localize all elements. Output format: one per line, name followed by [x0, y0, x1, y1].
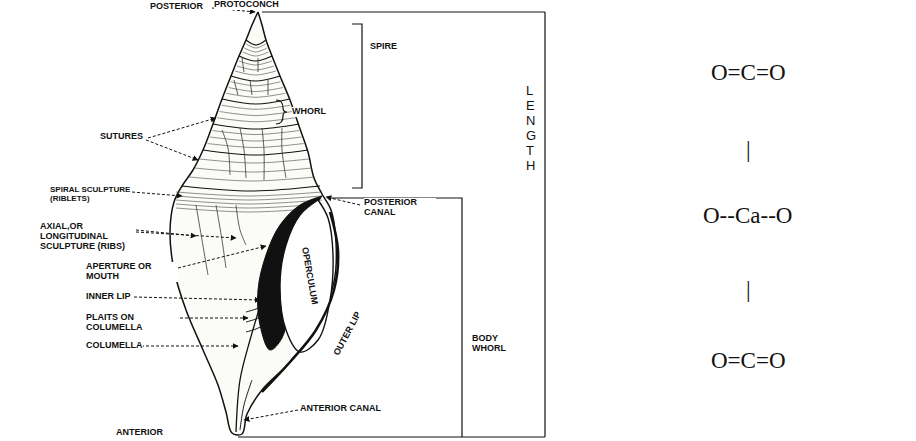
spiral-riblet: [195, 168, 313, 172]
suture-line: [213, 124, 299, 129]
plait: [246, 316, 262, 322]
part-label: APERTURE OR MOUTH: [86, 262, 178, 282]
part-label: ANTERIOR: [116, 428, 163, 438]
formula-text: O=C=O: [711, 60, 786, 85]
spiral-riblet: [222, 105, 291, 109]
spiral-riblet: [213, 131, 300, 135]
part-label: AXIAL,OR LONGITUDINAL SCULPTURE (RIBS): [40, 222, 136, 252]
formula-text: O--Ca--O: [703, 203, 792, 228]
leader-line: [132, 192, 182, 196]
axial-rib: [268, 80, 269, 95]
suture-line: [246, 40, 266, 45]
spiral-riblet: [176, 196, 322, 200]
spiral-riblet: [245, 48, 268, 52]
part-label: PLAITS ON COLUMELLA: [86, 313, 178, 333]
spiral-riblet: [208, 144, 304, 148]
part-label: LENGTH: [526, 84, 539, 174]
spiral-riblet: [243, 52, 269, 56]
spiral-riblet: [237, 66, 274, 70]
spiral-riblet: [231, 82, 281, 86]
leader-line: [178, 246, 266, 268]
leader-line: [244, 410, 298, 420]
leader-line: [134, 297, 260, 300]
whorl-brace: [276, 100, 287, 124]
part-label: PROTOCONCH: [214, 0, 279, 10]
leader-line: [148, 118, 216, 138]
body-whorl-bracket: [328, 198, 462, 437]
axial-rib: [258, 58, 259, 72]
axial-rib: [196, 205, 208, 275]
spiral-riblet: [226, 93, 285, 97]
spiral-riblet: [235, 71, 276, 75]
axial-rib: [234, 80, 238, 95]
leader-line: [146, 140, 198, 160]
part-label: ANTERIOR CANAL: [300, 404, 381, 414]
columella-line: [236, 300, 262, 432]
axial-rib: [282, 128, 286, 178]
spire-bracket: [352, 24, 362, 188]
axial-rib: [240, 128, 246, 178]
plait: [246, 306, 262, 312]
formula-text: O=C=O: [711, 348, 786, 373]
part-label: SUTURES: [100, 132, 143, 142]
suture-line: [231, 76, 280, 81]
part-label: SPIRE: [370, 42, 397, 52]
formula-text: |: [746, 277, 751, 302]
length-bracket: [544, 12, 545, 437]
part-label: BODY WHORL: [472, 334, 522, 354]
plait: [246, 326, 262, 332]
axial-rib: [250, 80, 252, 95]
part-label: POSTERIOR: [150, 2, 203, 12]
part-label: OUTER LIP: [331, 309, 364, 360]
axial-rib: [222, 130, 230, 175]
part-label: INNER LIP: [86, 292, 131, 302]
spiral-riblet: [189, 177, 315, 181]
bottom-rule: [238, 436, 545, 437]
part-label: POSTERIOR CANAL: [364, 198, 436, 218]
top-rule: [262, 11, 545, 12]
leader-line: [136, 346, 238, 347]
suture-line: [203, 150, 308, 155]
spiral-riblet: [176, 192, 322, 196]
suture-line: [239, 56, 272, 61]
operculum-shape: [280, 200, 333, 352]
outer-lip-edge: [262, 212, 338, 392]
part-label: WHORL: [292, 107, 326, 117]
spiral-riblet: [210, 137, 302, 141]
spiral-riblet: [176, 200, 322, 204]
spiral-riblet: [246, 44, 265, 48]
leader-line: [180, 318, 248, 319]
part-label: COLUMELLA: [86, 341, 143, 351]
axial-rib: [236, 205, 246, 245]
leader-line: [136, 232, 236, 238]
formula-text: |: [746, 137, 751, 162]
part-label: SPIRAL SCULPTURE (RIBLETS): [50, 186, 132, 204]
axial-rib: [242, 58, 244, 72]
spiral-riblet: [239, 61, 272, 65]
shell-outline: [170, 12, 336, 435]
suture-line: [182, 186, 320, 191]
axial-rib: [262, 128, 264, 180]
spiral-riblet: [200, 159, 309, 163]
spiral-riblet: [220, 112, 293, 116]
anterior-canal-line: [240, 380, 252, 430]
